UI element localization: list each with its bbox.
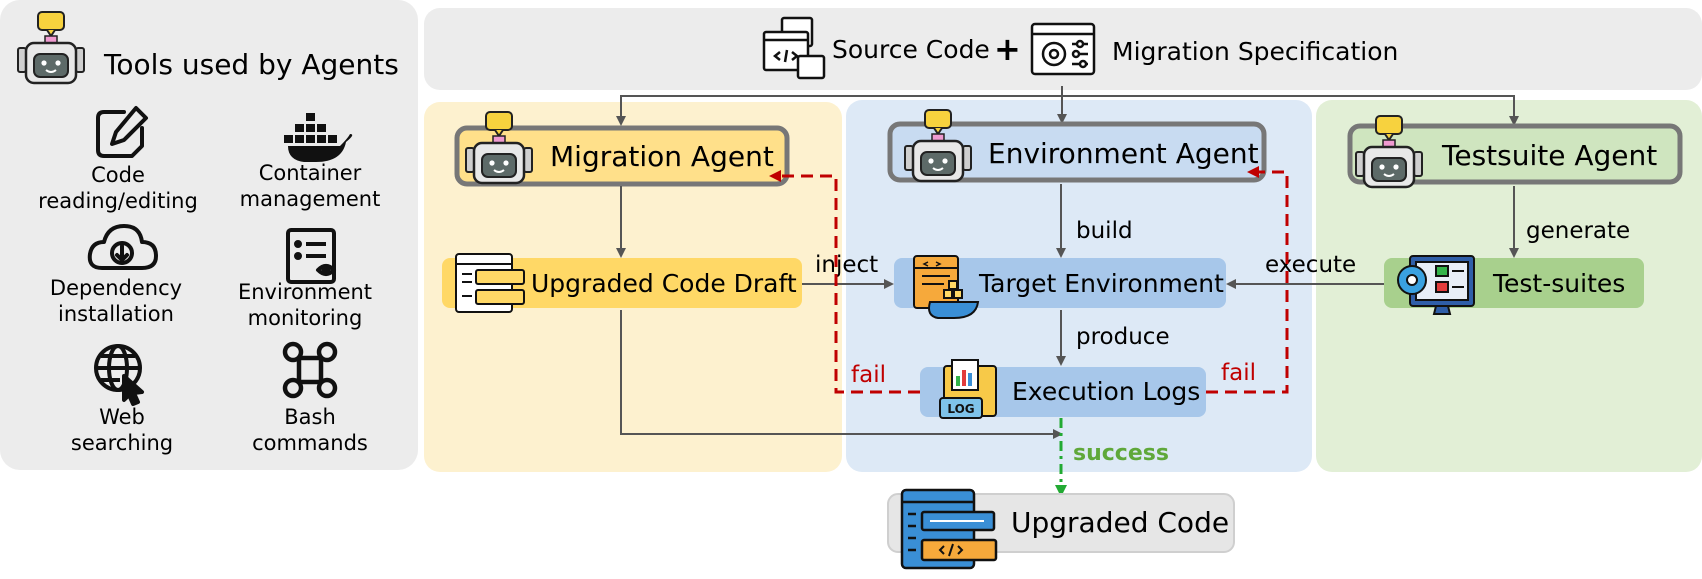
produce-label: produce [1076,324,1170,350]
environment-agent: Environment Agent [887,108,1267,183]
svg-text:Web: Web [99,405,145,429]
draft-to-logs-arrow [620,310,1063,439]
test-suites-label: Test-suites [1492,269,1625,298]
svg-text:commands: commands [252,431,368,455]
success-label: success [1073,441,1169,466]
build-label: build [1076,218,1133,244]
svg-text:reading/editing: reading/editing [38,189,198,213]
monitor-report-icon [286,228,336,284]
code-document-icon [455,253,525,313]
fail-right-label: fail [1221,360,1256,386]
docker-icon [284,113,353,162]
tool-label-dependency: Dependency installation [50,276,182,326]
input-bar: Source Code + Migration Specification [424,8,1702,90]
migration-spec-label: Migration Specification [1112,37,1398,66]
svg-text:searching: searching [71,431,173,455]
environment-agent-label: Environment Agent [988,137,1259,170]
generate-label: generate [1526,218,1630,244]
svg-text:installation: installation [58,302,174,326]
migration-agent: Migration Agent [454,110,790,187]
upgraded-code-draft-label: Upgraded Code Draft [531,269,797,298]
upgraded-code-label: Upgraded Code [1011,506,1229,539]
tool-label-bash: Bash commands [252,405,368,455]
code-window-icon [900,488,998,570]
upgraded-code-node: Upgraded Code [887,488,1235,570]
docker-file-icon [913,255,980,319]
command-key-icon [282,341,338,399]
target-environment-node: Target Environment [894,255,1226,319]
fail-left-label: fail [851,362,886,388]
migration-spec-icon [1030,22,1096,76]
input-distribution-arrows [616,86,1519,126]
source-code-icon [762,16,826,80]
tools-panel: Tools used by Agents [0,0,418,470]
globe-cursor-icon [94,344,144,406]
testsuite-agent: Testsuite Agent [1347,114,1683,189]
execute-label: execute [1265,252,1356,278]
plus-sign: + [994,30,1021,68]
agent-output-arrows [616,184,1519,258]
migration-agent-label: Migration Agent [550,140,774,173]
svg-text:monitoring: monitoring [248,306,363,330]
target-environment-label: Target Environment [978,269,1224,298]
testsuite-agent-label: Testsuite Agent [1441,139,1657,172]
tool-label-web: Web searching [71,405,173,455]
svg-text:management: management [240,187,381,211]
test-suites-node: Test-suites [1384,255,1644,315]
execution-logs-node: LOG Execution Logs [920,359,1206,419]
cloud-download-icon [87,224,158,270]
svg-text:Code: Code [91,163,145,187]
svg-text:Dependency: Dependency [50,276,182,300]
svg-text:LOG: LOG [947,402,974,416]
svg-text:Container: Container [259,161,362,185]
tool-label-environment: Environment monitoring [238,280,372,330]
edit-icon [96,106,148,158]
tool-label-container: Container management [240,161,381,211]
tools-panel-title: Tools used by Agents [103,48,399,81]
execution-logs-label: Execution Logs [1012,377,1200,406]
fail-loops [769,166,1289,394]
inject-label: inject [815,252,878,278]
test-monitor-icon [1397,255,1475,315]
source-code-label: Source Code [832,35,990,64]
tool-label-code-editing: Code reading/editing [38,163,198,213]
upgraded-code-draft-node: Upgraded Code Draft [442,253,802,313]
log-folder-icon: LOG [939,359,997,419]
svg-text:Environment: Environment [238,280,372,304]
svg-text:Bash: Bash [284,405,336,429]
